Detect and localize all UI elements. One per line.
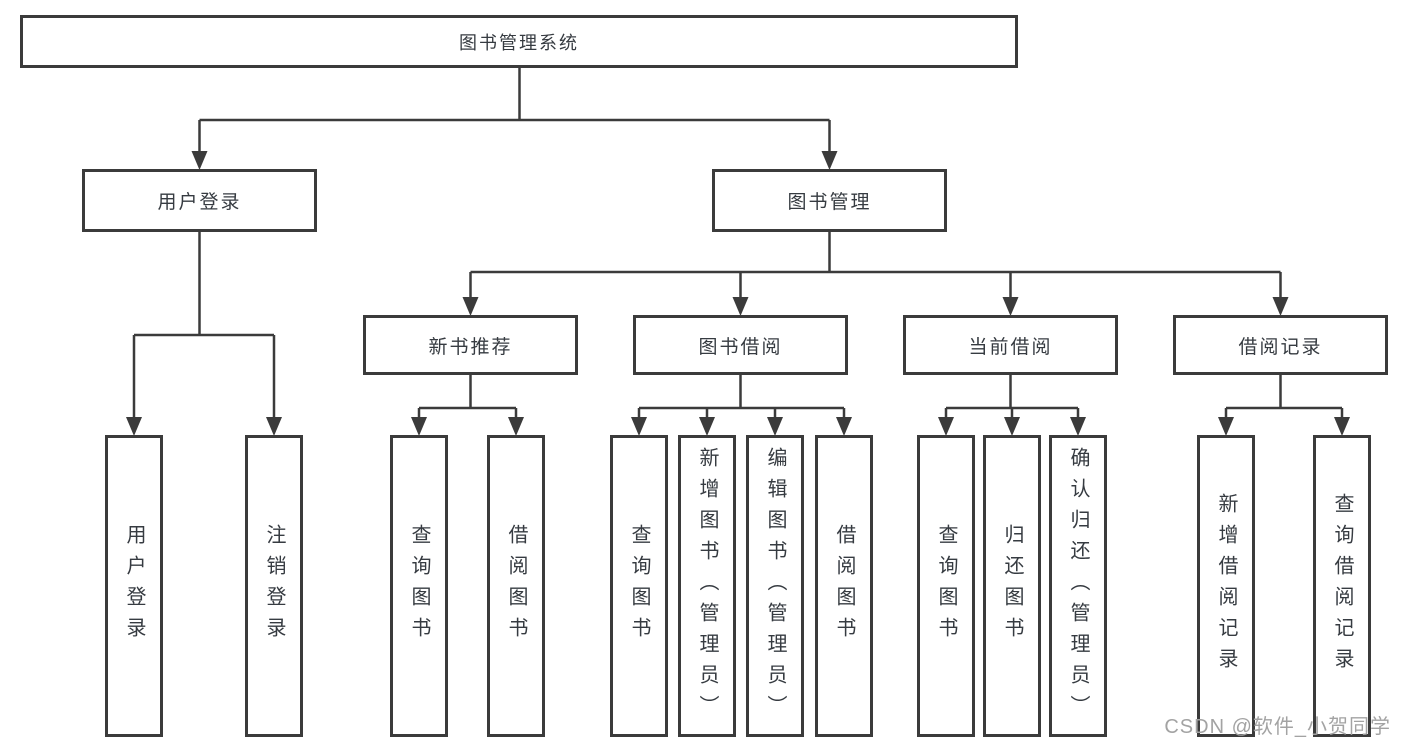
node-user-login-label: 用户登录 xyxy=(157,192,242,213)
leaf-confirm-return-admin: 确认归还（管理员） xyxy=(1049,435,1107,737)
leaf-add-book-admin-label: 新增图书（管理员） xyxy=(696,446,718,726)
leaf-return-book-label: 归还图书 xyxy=(1001,524,1023,648)
leaf-query-borrow-record: 查询借阅记录 xyxy=(1313,435,1371,737)
node-root-system-label: 图书管理系统 xyxy=(459,32,579,53)
leaf-query-book-1-label: 查询图书 xyxy=(408,524,430,648)
leaf-user-login-label: 用户登录 xyxy=(123,524,145,648)
csdn-watermark: CSDN @软件_小贺同学 xyxy=(1164,716,1391,738)
node-borrow-record-label: 借阅记录 xyxy=(1238,336,1323,358)
leaf-borrow-book-1-label: 借阅图书 xyxy=(505,524,527,648)
leaf-logout-label: 注销登录 xyxy=(263,524,285,648)
leaf-borrow-book-1: 借阅图书 xyxy=(487,435,545,737)
node-borrow-record: 借阅记录 xyxy=(1173,315,1388,375)
node-new-book-recommend-label: 新书推荐 xyxy=(428,336,513,358)
leaf-logout: 注销登录 xyxy=(245,435,303,737)
node-book-borrow: 图书借阅 xyxy=(633,315,848,375)
leaf-query-book-3-label: 查询图书 xyxy=(935,524,957,648)
leaf-query-book-2-label: 查询图书 xyxy=(628,524,650,648)
leaf-borrow-book-2: 借阅图书 xyxy=(815,435,873,737)
node-book-management: 图书管理 xyxy=(712,169,947,232)
leaf-query-book-1: 查询图书 xyxy=(390,435,448,737)
leaf-edit-book-admin: 编辑图书（管理员） xyxy=(746,435,804,737)
leaf-borrow-book-2-label: 借阅图书 xyxy=(833,524,855,648)
node-root-system: 图书管理系统 xyxy=(20,15,1018,68)
leaf-query-book-2: 查询图书 xyxy=(610,435,668,737)
node-current-borrow-label: 当前借阅 xyxy=(968,336,1053,358)
leaf-edit-book-admin-label: 编辑图书（管理员） xyxy=(764,446,786,726)
node-new-book-recommend: 新书推荐 xyxy=(363,315,578,375)
node-book-borrow-label: 图书借阅 xyxy=(698,336,783,358)
node-user-login: 用户登录 xyxy=(82,169,317,232)
leaf-add-borrow-record: 新增借阅记录 xyxy=(1197,435,1255,737)
leaf-add-borrow-record-label: 新增借阅记录 xyxy=(1215,493,1237,679)
node-current-borrow: 当前借阅 xyxy=(903,315,1118,375)
leaf-user-login: 用户登录 xyxy=(105,435,163,737)
leaf-confirm-return-admin-label: 确认归还（管理员） xyxy=(1067,446,1089,726)
leaf-query-book-3: 查询图书 xyxy=(917,435,975,737)
leaf-return-book: 归还图书 xyxy=(983,435,1041,737)
node-book-management-label: 图书管理 xyxy=(787,192,872,213)
leaf-add-book-admin: 新增图书（管理员） xyxy=(678,435,736,737)
leaf-query-borrow-record-label: 查询借阅记录 xyxy=(1331,493,1353,679)
